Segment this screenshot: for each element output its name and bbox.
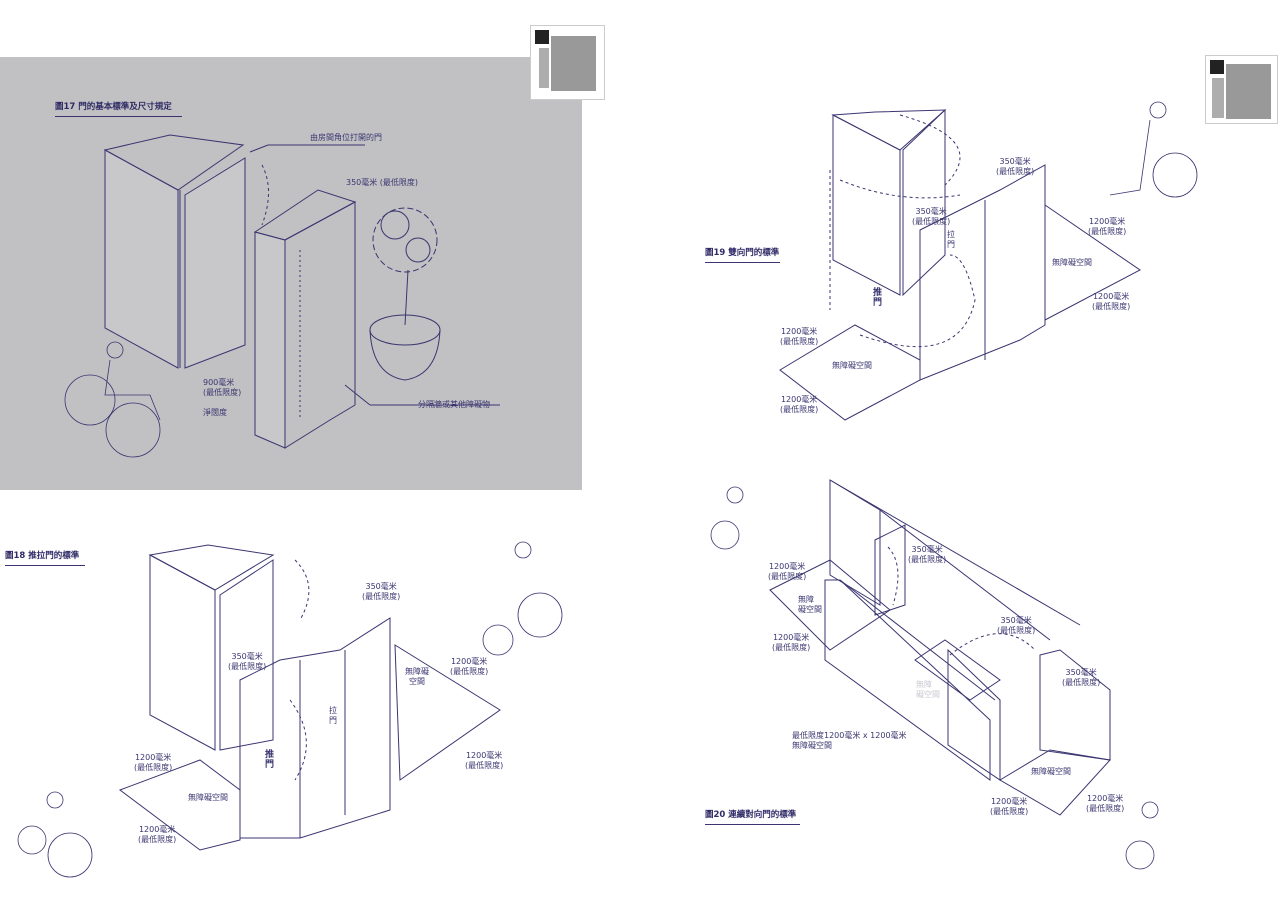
qr-code-fig19[interactable] xyxy=(1205,55,1278,124)
fig17-width: 900毫米 xyxy=(203,378,235,387)
wheelchair-user-icon xyxy=(64,341,161,458)
fig18-space-left: 無障礙空間 xyxy=(188,793,228,802)
fig17-side-clearance: 350毫米 (最低限度) xyxy=(346,178,419,187)
fig20-space-right: 無障礙空間 xyxy=(1031,767,1071,776)
qr-code-fig17[interactable] xyxy=(530,25,605,100)
fig19-dim-350a: 350毫米(最低限度) xyxy=(996,157,1035,176)
fig19-push: 推門 xyxy=(873,288,883,308)
fig19-dim-1200c: 1200毫米(最低限度) xyxy=(780,327,819,346)
fig18-dim-1200a: 1200毫米(最低限度) xyxy=(450,657,489,676)
fig19-pull: 拉門 xyxy=(947,230,955,249)
fig18-dim-1200d: 1200毫米(最低限度) xyxy=(138,825,177,844)
fig17-clear-width: 淨闊度 xyxy=(203,408,227,417)
fig19-space-left: 無障礙空間 xyxy=(832,361,872,370)
fig19-dim-1200d: 1200毫米(最低限度) xyxy=(780,395,819,414)
fig19-dim-1200a: 1200毫米(最低限度) xyxy=(1088,217,1127,236)
figure-17-panel xyxy=(0,57,582,490)
fig20-space-left: 無障礙空間 xyxy=(798,595,822,614)
fig18-dim-1200c: 1200毫米(最低限度) xyxy=(134,753,173,772)
fig17-title: 圖17 門的基本標準及尺寸規定 xyxy=(55,100,182,117)
fig19-title: 圖19 雙向門的標準 xyxy=(705,246,780,263)
wheelchair-user-icon xyxy=(1109,101,1198,198)
fig19-drawing xyxy=(779,101,1198,421)
fig18-dim-350a: 350毫米(最低限度) xyxy=(362,582,401,601)
fig18-dim-1200b: 1200毫米(最低限度) xyxy=(465,751,504,770)
qr-code-icon xyxy=(535,30,600,95)
fig20-dim-1200a: 1200毫米(最低限度) xyxy=(768,562,807,581)
fig20-min-note: 最低限度1200毫米 x 1200毫米無障礙空間 xyxy=(792,731,907,750)
wheelchair-user-icon xyxy=(17,541,563,878)
fig17-door-label: 由房間角位打開的門 xyxy=(310,133,382,142)
fig19-space-right: 無障礙空間 xyxy=(1052,258,1092,267)
fig20-title: 圖20 連續對向門的標準 xyxy=(705,808,800,825)
fig20-dim-1200b: 1200毫米(最低限度) xyxy=(772,633,811,652)
fig18-title: 圖18 推拉門的標準 xyxy=(5,549,85,566)
fig20-dim-350c: 350毫米(最低限度) xyxy=(1062,668,1101,687)
fig20-drawing xyxy=(710,479,1159,870)
fig17-drawing xyxy=(64,134,500,458)
fig20-dim-350b: 350毫米(最低限度) xyxy=(997,616,1036,635)
fig20-dim-350a: 350毫米(最低限度) xyxy=(908,545,947,564)
fig17-wall-label: 分隔牆或其他障礙物 xyxy=(418,400,490,409)
fig19-dim-1200b: 1200毫米(最低限度) xyxy=(1092,292,1131,311)
fig17-width-min: (最低限度) xyxy=(203,388,242,397)
fig18-pull: 拉門 xyxy=(329,706,337,725)
fig20-space-mid: 無障礙空間 xyxy=(916,680,940,699)
qr-code-icon xyxy=(1210,60,1271,119)
fig18-dim-350b: 350毫米(最低限度) xyxy=(228,652,267,671)
fig20-dim-1200c: 1200毫米(最低限度) xyxy=(990,797,1029,816)
fig20-dim-1200d: 1200毫米(最低限度) xyxy=(1086,794,1125,813)
wheelchair-user-icon xyxy=(710,486,1159,870)
fig19-dim-350b: 350毫米(最低限度) xyxy=(912,207,951,226)
fig18-push: 推門 xyxy=(265,750,275,770)
fig18-drawing xyxy=(17,541,563,878)
fig18-space-right: 無障礙空間 xyxy=(405,667,429,686)
